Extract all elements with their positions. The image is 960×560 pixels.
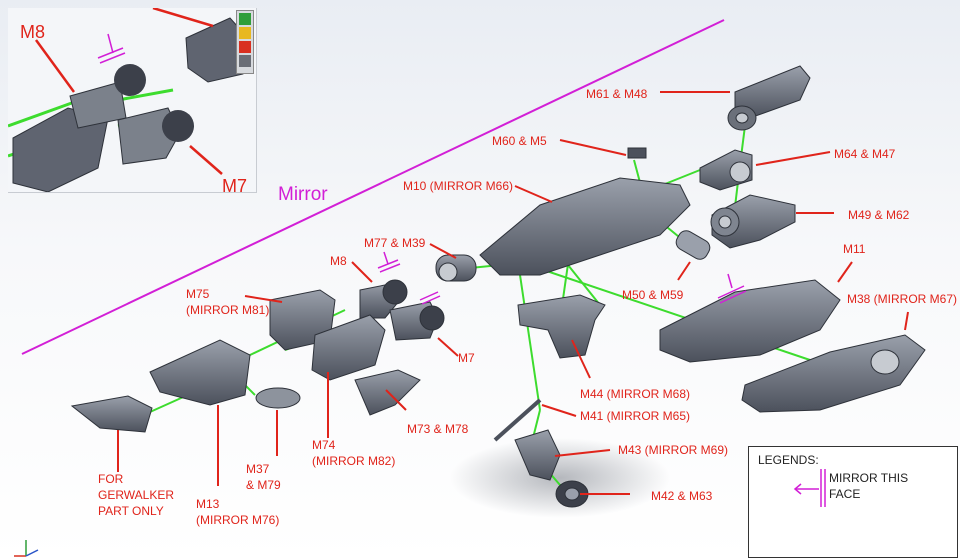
label-gerwalker-3: PART ONLY [98,504,164,518]
label-m75-name: M75 [186,287,210,301]
label-m64-m47: M64 & M47 [834,147,896,161]
part-m11 [659,279,841,363]
part-m10 [479,177,691,276]
legend-line-1: MIRROR THIS [829,471,909,485]
part-m49 [711,194,796,249]
label-m11: M11 [843,242,866,256]
label-m8: M8 [330,254,347,268]
label-m42-m63: M42 & M63 [651,489,713,503]
label-m79: & M79 [246,478,281,492]
legend-box: LEGENDS: MIRROR THIS FACE [748,446,958,558]
label-m77-m39: M77 & M39 [364,236,426,250]
parts [70,65,926,508]
leader-lines [117,91,909,495]
settings-icon[interactable] [239,55,251,67]
mirror-plane-label: Mirror [278,184,328,205]
label-m50-m59: M50 & M59 [622,288,684,302]
label-m7: M7 [458,351,475,365]
mirror-face-symbol-icon [793,469,826,507]
part-m50 [675,230,711,260]
mirror-markers [377,251,747,305]
label-m38: M38 (MIRROR M67) [847,292,958,306]
legend-line-2: FACE [829,487,861,501]
label-m74-name: M74 [312,438,336,452]
error-icon[interactable] [239,41,251,53]
part-m60 [627,147,647,159]
mirror-plane-line [21,19,725,355]
label-gerwalker-1: FOR [98,472,124,486]
label-m75-mirror: (MIRROR M81) [186,303,270,317]
label-m43: M43 (MIRROR M69) [618,443,729,457]
label-m74-mirror: (MIRROR M82) [312,454,396,468]
part-gerwalker [70,395,153,433]
label-m37-name: M37 [246,462,270,476]
label-m60-m5: M60 & M5 [492,134,547,148]
label-m44: M44 (MIRROR M68) [580,387,691,401]
part-m43 [514,429,561,481]
label-m41: M41 (MIRROR M65) [580,409,691,423]
inset-zoom-view: M8 M7 [8,8,257,193]
part-m74 [311,314,386,381]
part-m41 [493,398,542,442]
inset-label-m8: M8 [20,22,46,42]
check-icon[interactable] [239,13,251,25]
view-toolbar [236,10,254,74]
inset-drawing [8,8,249,192]
warning-icon[interactable] [239,27,251,39]
part-m13 [149,339,251,406]
part-m44 [517,294,606,359]
label-m13-mirror: (MIRROR M76) [196,513,280,527]
inset-label-m7: M7 [222,176,248,193]
label-m61-m48: M61 & M48 [586,87,648,101]
label-m73-m78: M73 & M78 [407,422,469,436]
label-m49-m62: M49 & M62 [848,208,910,222]
label-m13-name: M13 [196,497,220,511]
axis-triad-icon [14,540,39,557]
label-m10: M10 (MIRROR M66) [403,179,514,193]
legend-title: LEGENDS: [758,453,819,467]
label-gerwalker-2: GERWALKER [98,488,175,502]
part-m37 [255,387,301,409]
ground-shadow [450,438,670,518]
